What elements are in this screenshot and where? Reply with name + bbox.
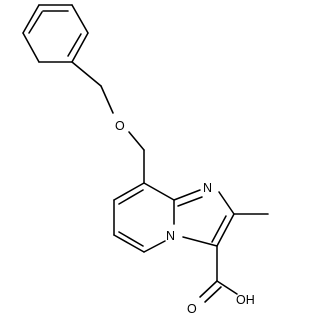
carbonyl-oxygen-label: O (187, 302, 197, 316)
bond (67, 33, 82, 57)
bond (173, 189, 201, 201)
bond (113, 182, 145, 201)
bridgehead-nitrogen-label: N (166, 229, 175, 243)
imidazole-ring (173, 189, 235, 247)
hydroxyl-label: OH (236, 293, 255, 307)
bond (143, 240, 166, 253)
bond (28, 11, 43, 34)
carboxylic-acid-group (199, 245, 238, 303)
pyridine-ring (113, 182, 175, 253)
bond (211, 215, 227, 243)
bond (71, 4, 89, 34)
bond (118, 189, 144, 205)
bond (100, 85, 114, 114)
bond (199, 280, 218, 298)
bond (71, 61, 102, 87)
bond (216, 213, 235, 247)
imidazole-nitrogen-label: N (203, 181, 212, 195)
ether-oxygen-label: O (115, 119, 125, 133)
bond (216, 280, 238, 295)
bond (204, 286, 222, 303)
bond (113, 234, 145, 253)
molecule-canvas: O N N (22, 4, 269, 316)
bond (182, 236, 218, 247)
benzyloxymethyl-linker (71, 61, 145, 184)
bond (71, 32, 89, 63)
bond (177, 196, 203, 207)
bond (143, 182, 175, 201)
bond (22, 32, 40, 63)
bond (118, 231, 144, 247)
structure-diagram: O N N (22, 4, 269, 316)
bond (22, 4, 40, 34)
phenyl-ring (22, 4, 89, 63)
bond (218, 191, 235, 215)
bond (128, 131, 145, 151)
